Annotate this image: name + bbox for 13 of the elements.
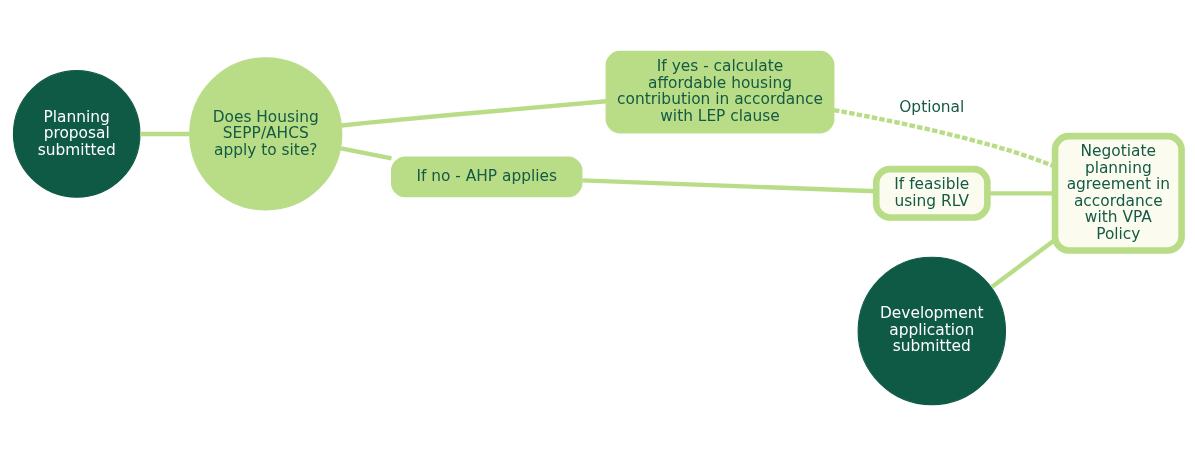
connector xyxy=(341,98,607,128)
node-box: Negotiate planning agreement in accordance with VPA Policy xyxy=(1051,132,1185,254)
node-circle: Does Housing SEPP/AHCS apply to site? xyxy=(189,56,343,211)
edge-label: Optional xyxy=(899,97,965,116)
node-box: If yes - calculate affordable housing contribution in accordance with LEP clause xyxy=(605,50,835,133)
connector xyxy=(340,145,392,161)
connector xyxy=(990,237,1057,289)
node-box: If feasible using RLV xyxy=(872,165,991,221)
node-circle: Development application submitted xyxy=(857,256,1007,405)
node-circle: Planning proposal submitted xyxy=(12,69,141,198)
node-box: If no - AHP applies xyxy=(391,156,583,197)
connector xyxy=(987,190,1055,196)
connector xyxy=(140,131,190,136)
